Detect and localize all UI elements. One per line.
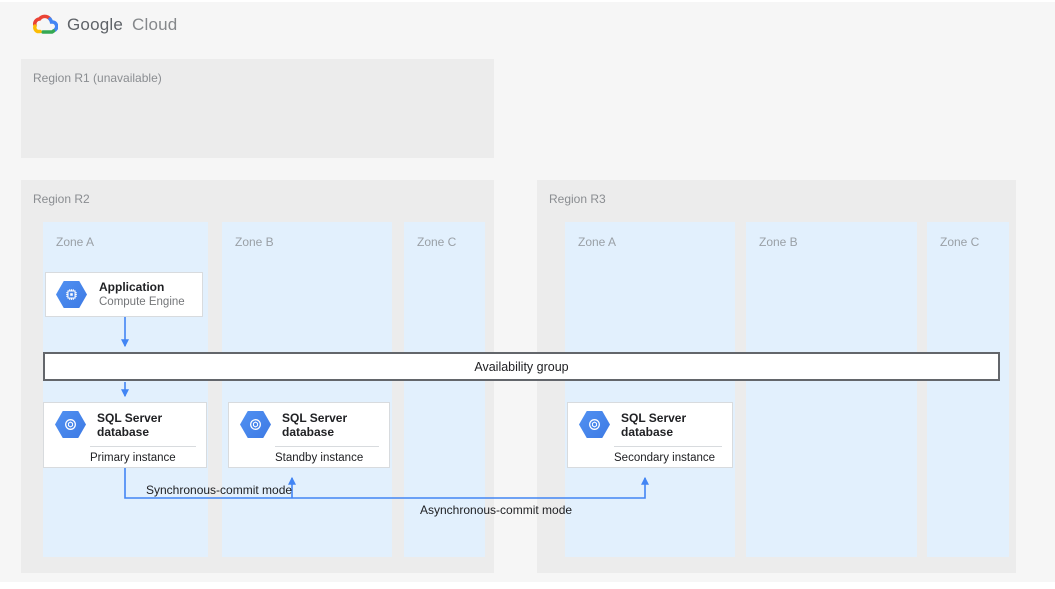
sql-standby-instance-label: Standby instance <box>275 452 364 464</box>
sql-server-title: SQL Server database <box>282 411 348 439</box>
application-title: Application <box>99 280 165 294</box>
region-r3-zone-a: Zone A <box>565 222 735 557</box>
google-cloud-logo: Google Cloud <box>30 13 177 36</box>
zone-label: Zone A <box>56 235 95 249</box>
availability-group-label: Availability group <box>474 359 569 374</box>
top-edge <box>0 0 1055 2</box>
bottom-edge <box>0 582 1055 589</box>
divider <box>614 446 722 447</box>
sql-primary-instance-label: Primary instance <box>90 452 176 464</box>
sql-server-primary-node: SQL Server database Primary instance <box>43 402 207 468</box>
sql-server-icon <box>55 411 86 438</box>
region-r3-zone-b: Zone B <box>746 222 917 557</box>
logo-text-google: Google <box>67 14 124 34</box>
region-r2-label: Region R2 <box>33 192 90 206</box>
divider <box>275 446 379 447</box>
zone-label: Zone B <box>759 235 798 249</box>
zone-label: Zone C <box>940 235 980 249</box>
region-r1: Region R1 (unavailable) <box>21 59 494 158</box>
zone-label: Zone C <box>417 235 457 249</box>
region-r2-zone-c: Zone C <box>404 222 485 557</box>
application-node: Application Compute Engine <box>45 272 203 317</box>
zone-label: Zone A <box>578 235 617 249</box>
google-cloud-logo-icon <box>30 13 58 36</box>
zone-label: Zone B <box>235 235 274 249</box>
asynchronous-commit-label: Asynchronous-commit mode <box>420 503 573 517</box>
sql-server-secondary-node: SQL Server database Secondary instance <box>567 402 733 468</box>
sql-secondary-instance-label: Secondary instance <box>614 452 716 464</box>
sql-server-standby-node: SQL Server database Standby instance <box>228 402 390 468</box>
availability-group-bar: Availability group <box>43 352 1000 381</box>
logo-text-cloud: Cloud <box>132 14 178 34</box>
compute-engine-icon <box>56 281 87 308</box>
region-r2-zone-b: Zone B <box>222 222 392 557</box>
region-r1-label: Region R1 (unavailable) <box>33 71 162 85</box>
divider <box>90 446 196 447</box>
sql-server-icon <box>579 411 610 438</box>
synchronous-commit-label: Synchronous-commit mode <box>146 483 293 497</box>
region-r3-label: Region R3 <box>549 192 606 206</box>
sql-server-title: SQL Server database <box>97 411 163 439</box>
region-r3-zone-c: Zone C <box>927 222 1009 557</box>
sql-server-title: SQL Server database <box>621 411 687 439</box>
sql-server-icon <box>240 411 271 438</box>
application-subtitle: Compute Engine <box>99 296 185 308</box>
